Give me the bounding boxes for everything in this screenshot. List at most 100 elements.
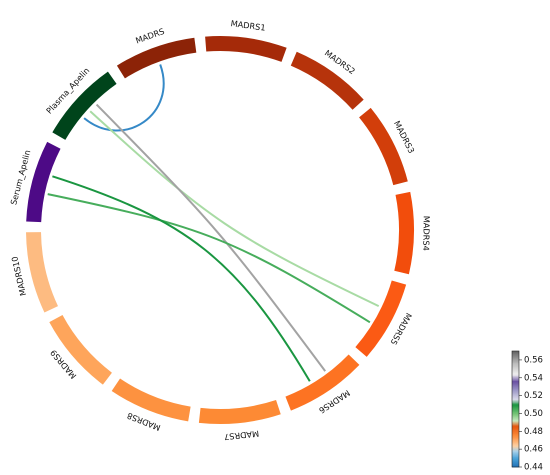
colorbar-slice [512, 411, 519, 414]
colorbar-slice [512, 432, 519, 434]
colorbar-slice [512, 351, 519, 353]
colorbar-slice [512, 428, 519, 431]
colorbar-slice [512, 456, 519, 459]
label-serum-apelin: Serum_Apelin [8, 149, 32, 206]
colorbar-tick-label: 0.48 [524, 427, 543, 437]
colorbar-slice [512, 375, 519, 378]
colorbar-slice [512, 381, 519, 384]
arc-madrs7 [198, 399, 281, 424]
node-labels: MADRS1MADRS2MADRS3MADRS4MADRS5MADRS6MADR… [8, 18, 432, 442]
colorbar-slice [512, 460, 519, 463]
colorbar-slice [512, 427, 519, 429]
colorbar-slice [512, 398, 519, 401]
colorbar: 0.440.460.480.500.520.540.56 [511, 350, 543, 473]
colorbar-slice [512, 361, 519, 363]
colorbar-slice [512, 354, 519, 357]
colorbar-slice [512, 370, 519, 373]
colorbar-slice [512, 397, 519, 400]
colorbar-slice [512, 371, 519, 374]
colorbar-slice [512, 412, 519, 415]
arc-madrs9 [49, 315, 112, 385]
colorbar-slice [512, 464, 519, 467]
colorbar-slice [512, 365, 519, 367]
colorbar-tick-label: 0.52 [524, 391, 543, 401]
colorbar-slice [512, 436, 519, 438]
colorbar-slice [512, 437, 519, 440]
colorbar-slice [512, 402, 519, 405]
arc-madrs1 [205, 36, 287, 62]
colorbar-slice [512, 439, 519, 442]
colorbar-slice [512, 358, 519, 361]
colorbar-slice [512, 378, 519, 380]
colorbar-slice [512, 445, 519, 447]
colorbar-slice [512, 396, 519, 398]
colorbar-slice [512, 367, 519, 370]
link-plasma-apelin-madrs6 [95, 103, 327, 372]
colorbar-slice [512, 425, 519, 428]
colorbar-slice [512, 369, 519, 371]
label-madrs8: MADRS8 [126, 411, 162, 433]
colorbar-slice [512, 420, 519, 423]
colorbar-slice [512, 450, 519, 452]
colorbar-slice [512, 434, 519, 437]
label-madrs: MADRS [134, 26, 165, 46]
colorbar-slice [512, 433, 519, 436]
colorbar-tick-label: 0.46 [524, 445, 543, 455]
colorbar-slice [512, 380, 519, 383]
colorbar-slice [512, 363, 519, 366]
arc-madrs5 [355, 280, 407, 357]
colorbar-slice [512, 463, 519, 465]
colorbar-slice [512, 392, 519, 394]
arc-serum-apelin [26, 141, 61, 223]
colorbar-slice [512, 352, 519, 354]
colorbar-slice [512, 441, 519, 443]
colorbar-slice [512, 410, 519, 412]
colorbar-slice [512, 418, 519, 420]
colorbar-slice [512, 357, 519, 360]
colorbar-slice [512, 403, 519, 406]
colorbar-slice [512, 419, 519, 421]
colorbar-slice [512, 384, 519, 387]
colorbar-slice [512, 443, 519, 446]
colorbar-slice [512, 356, 519, 358]
colorbar-slice [512, 465, 519, 468]
colorbar-slice [512, 447, 519, 450]
colorbar-slice [512, 459, 519, 461]
colorbar-slice [512, 414, 519, 416]
chord-links [47, 64, 380, 382]
colorbar-tick-label: 0.54 [524, 373, 543, 383]
arc-madrs10 [26, 232, 58, 313]
node-arcs [26, 36, 414, 424]
colorbar-slice [512, 421, 519, 424]
colorbar-slice [512, 362, 519, 365]
colorbar-slice [512, 457, 519, 460]
colorbar-slice [512, 399, 519, 402]
colorbar-slice [512, 409, 519, 411]
colorbar-slice [512, 376, 519, 379]
colorbar-slice [512, 448, 519, 451]
colorbar-slice [512, 415, 519, 418]
link-serum-apelin-madrs5 [47, 193, 371, 324]
colorbar-slice [512, 387, 519, 389]
colorbar-slice [512, 430, 519, 433]
colorbar-slice [512, 388, 519, 391]
arc-madrs6 [285, 354, 360, 411]
colorbar-slice [512, 446, 519, 449]
label-madrs1: MADRS1 [230, 18, 266, 33]
colorbar-slice [512, 438, 519, 441]
colorbar-slice [512, 406, 519, 409]
label-madrs7: MADRS7 [224, 429, 260, 443]
label-madrs10: MADRS10 [9, 255, 28, 296]
colorbar-slice [512, 383, 519, 385]
colorbar-slice [512, 390, 519, 393]
link-plasma-apelin-madrs5 [89, 110, 380, 308]
label-madrs4: MADRS4 [421, 216, 432, 251]
colorbar-frame [511, 350, 520, 468]
arc-madrs [116, 37, 197, 79]
colorbar-slice [512, 393, 519, 396]
colorbar-tick-label: 0.50 [524, 409, 543, 419]
colorbar-slice [512, 366, 519, 369]
colorbar-slice [512, 379, 519, 382]
colorbar-slice [512, 429, 519, 432]
